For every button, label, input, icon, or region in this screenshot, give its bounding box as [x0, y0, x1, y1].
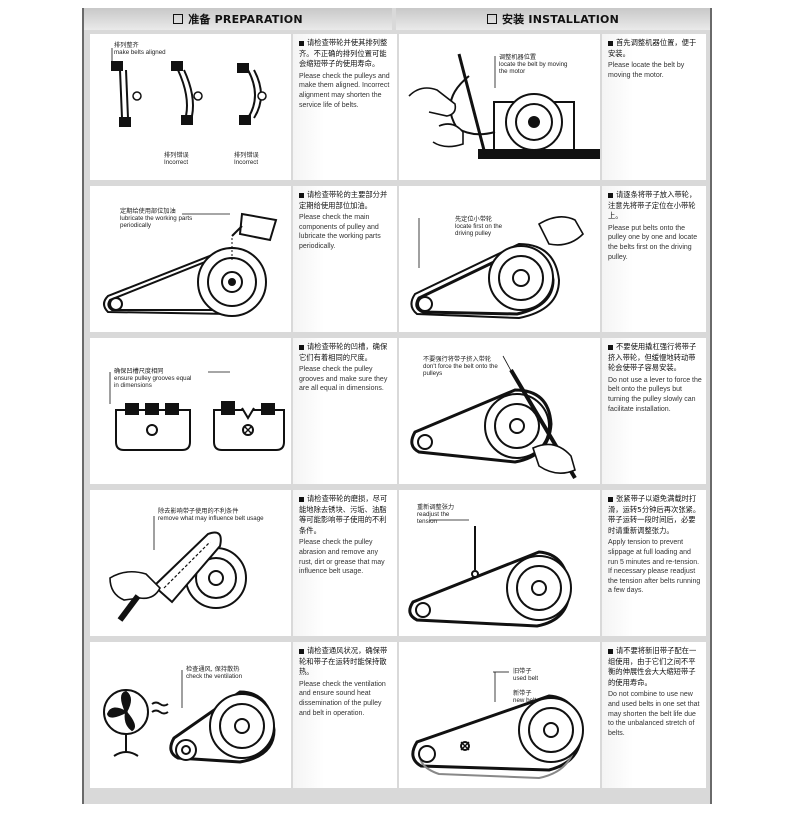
bullet-icon: [299, 40, 304, 46]
illustration-abrasion: 除去影响带子使用的不利条件 remove what may influence …: [90, 490, 291, 636]
grooves-diagram: [109, 371, 285, 451]
bullet-icon: [608, 344, 613, 350]
text-new-old-belts: 请不要将新旧带子配在一组使用，由于它们之间不平衡的伸展性会大大缩短带子的使用寿命…: [602, 642, 706, 788]
text-abrasion: 请检查带轮的磨损，尽可能地除去锈块、污垢、油脂等可能影响带子使用的不利条件。 P…: [293, 490, 397, 636]
text-align-belts: 请检查带轮并使其排列整齐。不正确的排列位置可能会缩短带子的使用寿命。 Pleas…: [293, 34, 397, 180]
label-grooves: 确保凹槽尺度相同 ensure pulley grooves equal in …: [114, 368, 192, 389]
bullet-icon: [299, 496, 304, 502]
tension-diagram: [408, 519, 572, 628]
step-row-5: 检查通风, 保持散热 check the ventilation 请检查通风状况…: [90, 642, 706, 788]
text-put-belts: 请逐条将带子放入带轮，注意先将带子定位在小带轮上。 Please put bel…: [602, 186, 706, 332]
illustration-new-old-belts: 旧带子 used belt 新带子 new belt: [399, 642, 600, 788]
illustration-align-belts: 排列整齐 make belts aligned 排列错误 Incorrect 排…: [90, 34, 291, 180]
installation-title: 安装 INSTALLATION: [501, 13, 620, 26]
bullet-icon: [608, 648, 613, 654]
label-new-belt: 新带子 new belt: [513, 690, 537, 704]
bullet-icon: [299, 192, 304, 198]
bullet-icon: [608, 40, 613, 46]
installation-header: 安装 INSTALLATION: [396, 8, 710, 30]
instruction-sheet: 准备 PREPARATION 安装 INSTALLATION: [82, 8, 712, 804]
checkbox-icon: [486, 14, 497, 24]
label-used-belt: 旧带子 used belt: [513, 668, 539, 682]
bullet-icon: [608, 192, 613, 198]
label-ventilation: 检查通风, 保持散热 check the ventilation: [186, 666, 243, 680]
label-locate-driving: 先定位小带轮 locate first on the driving pulle…: [455, 216, 503, 237]
step-row-3: 确保凹槽尺度相同 ensure pulley grooves equal in …: [90, 338, 706, 484]
label-remove-influence: 除去影响带子使用的不利条件 remove what may influence …: [158, 508, 264, 522]
no-lever-diagram: [410, 355, 577, 480]
illustration-move-motor: 调整机器位置 locate the belt by moving the mot…: [399, 34, 600, 180]
label-aligned: 排列整齐 make belts aligned: [114, 42, 166, 56]
ventilation-diagram: [103, 670, 276, 764]
text-tension: 张紧带子以避免满载时打滑，运转5分钟后再次张紧。带子运转一段时间后，必要时请重新…: [602, 490, 706, 636]
illustration-ventilation: 检查通风, 保持散热 check the ventilation: [90, 642, 291, 788]
label-readjust: 重新调整张力 readjust the tension: [417, 504, 455, 525]
step-row-2: 定期给使用部位加油 lubricate the working parts pe…: [90, 186, 706, 332]
bullet-icon: [299, 648, 304, 654]
illustration-grooves: 确保凹槽尺度相同 ensure pulley grooves equal in …: [90, 338, 291, 484]
put-belts-diagram: [410, 216, 584, 320]
checkbox-icon: [173, 14, 184, 24]
text-ventilation: 请检查通风状况，确保带轮和带子在运转时能保持散热。 Please check t…: [293, 642, 397, 788]
label-incorrect-2: 排列错误 Incorrect: [234, 152, 259, 166]
label-lubricate: 定期给使用部位加油 lubricate the working parts pe…: [120, 208, 193, 229]
lubricate-diagram: [103, 212, 278, 317]
step-row-1: 排列整齐 make belts aligned 排列错误 Incorrect 排…: [90, 34, 706, 180]
abrasion-diagram: [109, 516, 247, 622]
label-adjust-position: 调整机器位置 locate the belt by moving the mot…: [499, 54, 568, 75]
preparation-header: 准备 PREPARATION: [84, 8, 392, 30]
step-row-4: 除去影响带子使用的不利条件 remove what may influence …: [90, 490, 706, 636]
label-incorrect-1: 排列错误 Incorrect: [164, 152, 189, 166]
illustration-no-lever: 不要强行将带子挤入带轮 don't force the belt onto th…: [399, 338, 600, 484]
new-old-belts-diagram: [411, 671, 584, 780]
preparation-title: 准备 PREPARATION: [188, 13, 303, 26]
text-lubricate: 请检查带轮的主要部分并定期给使用部位加油。 Please check the m…: [293, 186, 397, 332]
bullet-icon: [299, 344, 304, 350]
label-no-force: 不要强行将带子挤入带轮 don't force the belt onto th…: [423, 356, 498, 377]
belt-alignment-diagram: [111, 48, 267, 127]
text-no-lever: 不要使用撬杠强行将带子挤入带轮，但缓慢地转动带轮会使带子容易安装。 Do not…: [602, 338, 706, 484]
illustration-put-belts: 先定位小带轮 locate first on the driving pulle…: [399, 186, 600, 332]
motor-diagram: [408, 53, 600, 159]
bullet-icon: [608, 496, 613, 502]
illustration-lubricate: 定期给使用部位加油 lubricate the working parts pe…: [90, 186, 291, 332]
text-grooves: 请检查带轮的凹槽，确保它们有着相同的尺度。 Please check the p…: [293, 338, 397, 484]
illustration-tension: 重新调整张力 readjust the tension: [399, 490, 600, 636]
text-move-motor: 首先调整机器位置，便于安装。 Please locate the belt by…: [602, 34, 706, 180]
